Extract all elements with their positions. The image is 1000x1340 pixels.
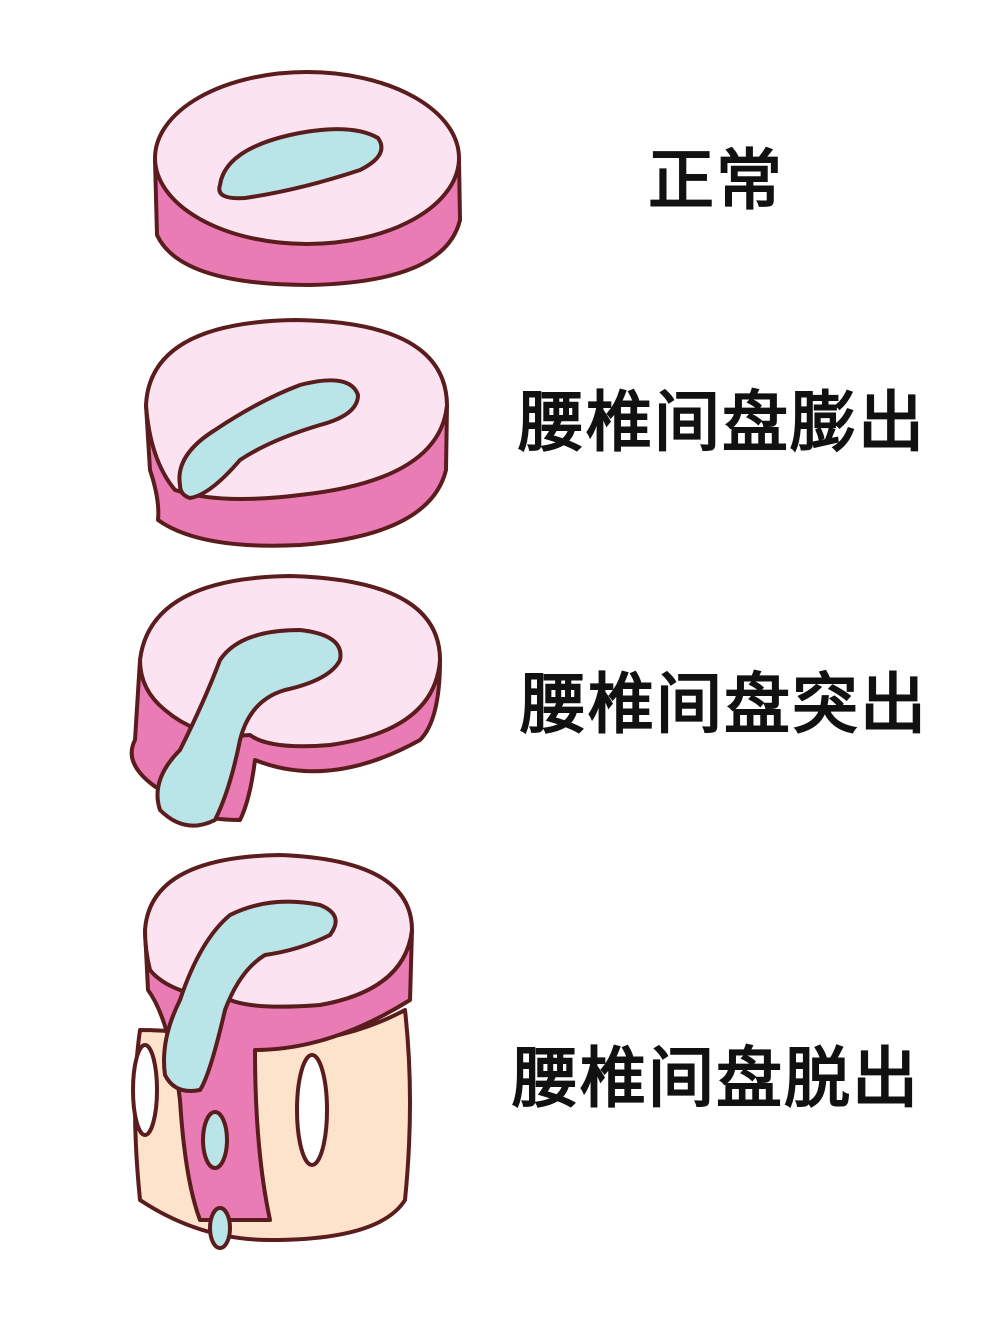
label-bulging: 腰椎间盘膨出 (518, 384, 926, 461)
nucleus-fragment (208, 1206, 232, 1250)
label-extrusion: 腰椎间盘脱出 (512, 1040, 920, 1117)
extruded-disc (131, 853, 414, 1250)
nucleus (162, 899, 338, 1093)
vertebra-hole (131, 1043, 159, 1137)
nucleus (177, 378, 360, 500)
vertebra-hole (295, 1053, 329, 1167)
protruding-disc (129, 574, 442, 828)
normal-disc (153, 70, 462, 287)
nucleus (217, 127, 384, 201)
nucleus-fragment (201, 1110, 229, 1170)
bulging-disc (144, 318, 449, 548)
nucleus (155, 628, 343, 828)
label-normal: 正常 (648, 142, 784, 219)
label-protrusion: 腰椎间盘突出 (520, 666, 928, 743)
